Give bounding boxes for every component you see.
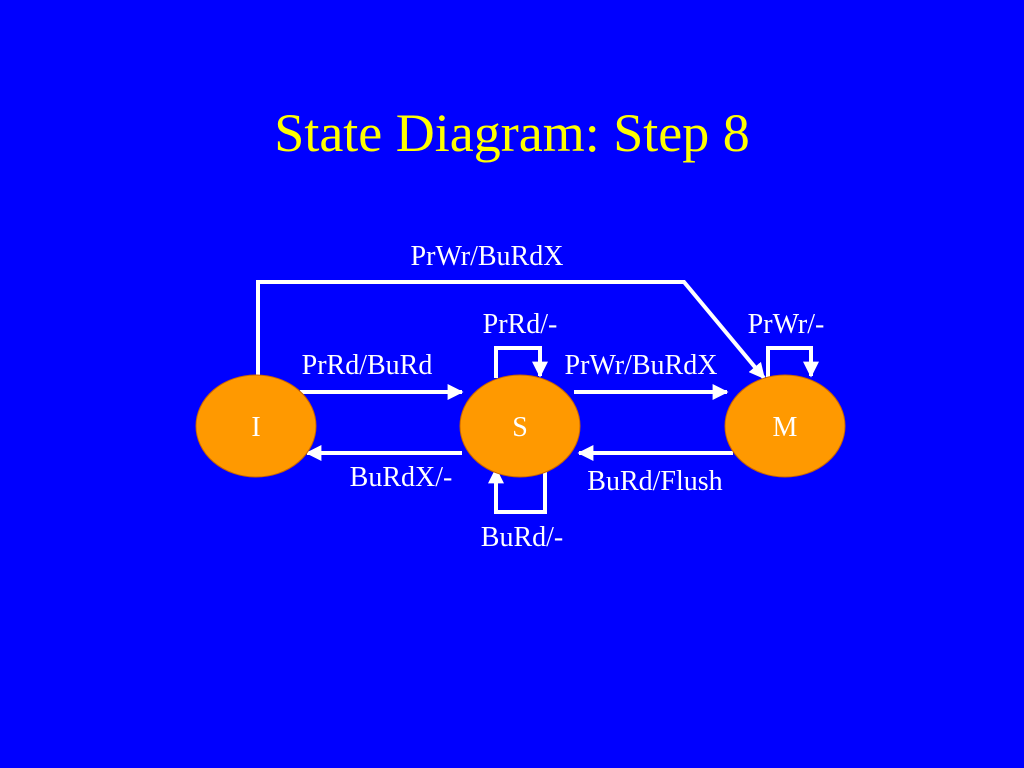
state-i: I (195, 374, 317, 478)
label-i-to-s: PrRd/BuRd (302, 350, 433, 381)
label-s-self-top: PrRd/- (483, 309, 558, 340)
state-i-label: I (251, 412, 260, 443)
label-s-to-i: BuRdX/- (350, 462, 453, 493)
state-s: S (459, 374, 581, 478)
edge-i-to-m (256, 280, 766, 380)
label-s-to-m: PrWr/BuRdX (565, 350, 718, 381)
label-i-to-m: PrWr/BuRdX (411, 241, 564, 272)
edge-m-self (766, 346, 819, 378)
page-title: State Diagram: Step 8 (274, 103, 750, 163)
state-s-label: S (512, 412, 528, 443)
edge-s-self-bottom (488, 465, 547, 514)
label-m-self: PrWr/- (748, 309, 825, 340)
state-m-label: M (773, 412, 798, 443)
label-s-self-bottom: BuRd/- (481, 522, 563, 553)
state-m: M (724, 374, 846, 478)
edge-s-self-top (494, 346, 548, 378)
label-m-to-s: BuRd/Flush (587, 466, 722, 497)
